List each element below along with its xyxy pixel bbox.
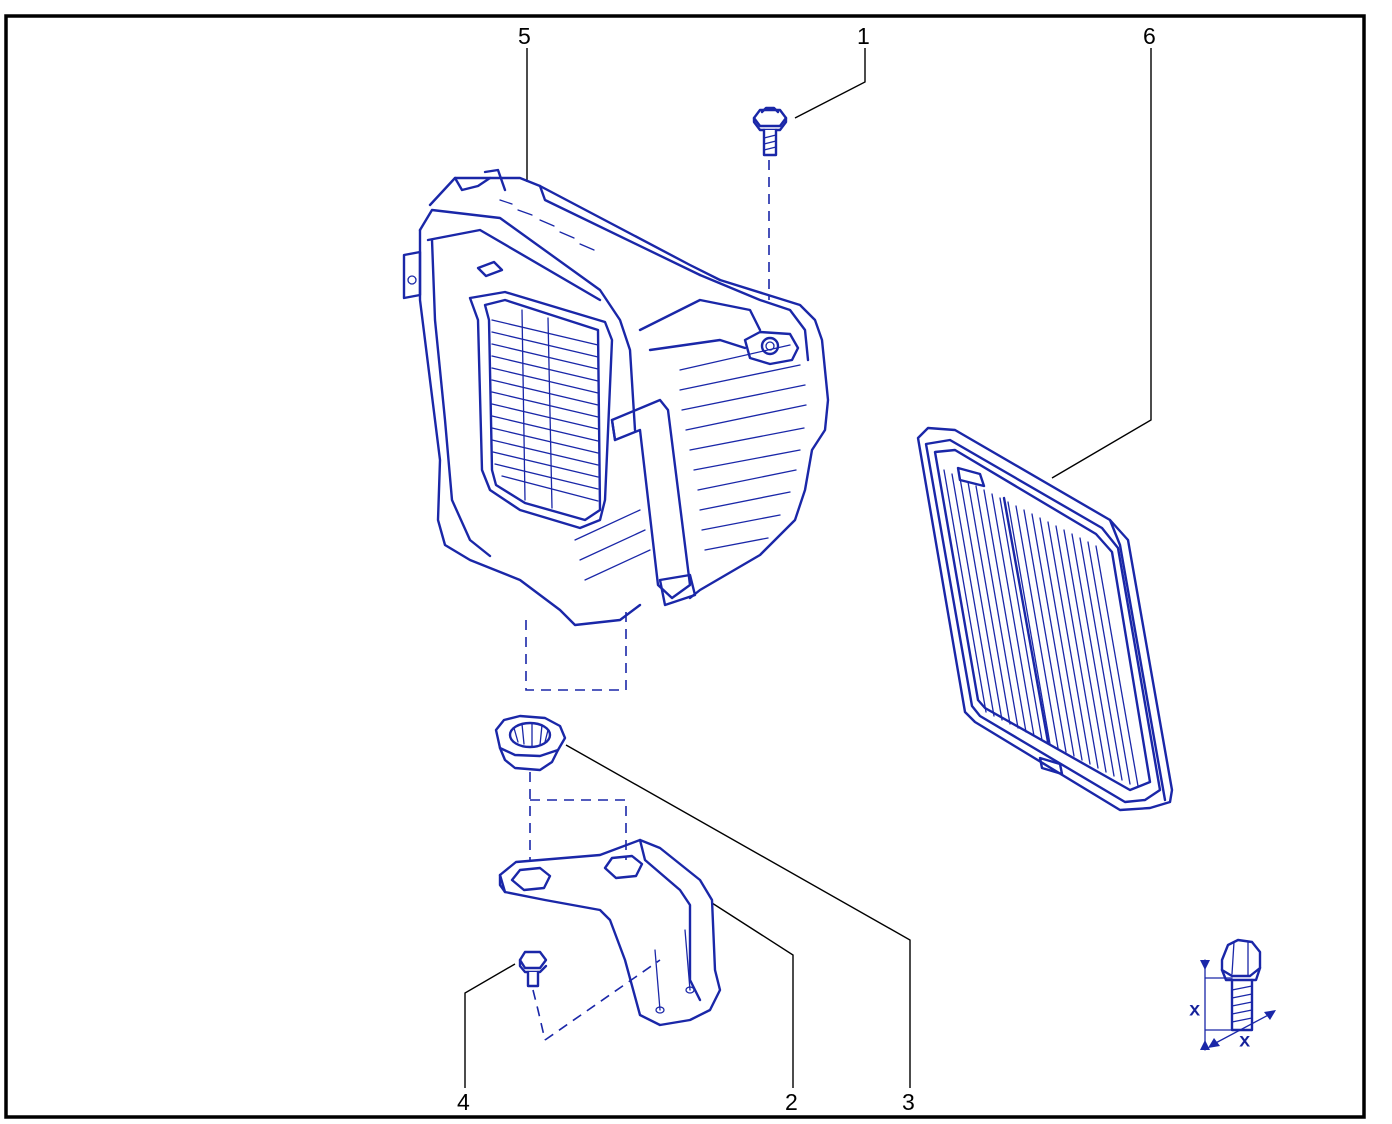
air-cleaner-housing-icon (402, 168, 830, 691)
torque-dimension-symbol-icon: X X (1190, 938, 1276, 1051)
callout-5: 5 (518, 23, 531, 49)
leader-1 (794, 48, 866, 119)
mounting-bracket-icon (498, 838, 722, 1041)
bolt-bottom-icon (518, 950, 548, 1041)
callout-4: 4 (457, 1089, 470, 1115)
leader-3 (565, 744, 911, 1088)
callout-2: 2 (785, 1089, 798, 1115)
air-filter-element-icon (916, 426, 1174, 812)
bolt-icon (752, 106, 788, 300)
callout-6: 6 (1143, 23, 1156, 49)
dimension-mark-horizontal: X (1240, 1033, 1250, 1049)
leader-lines (464, 48, 1152, 1088)
callout-3: 3 (902, 1089, 915, 1115)
leader-4 (464, 963, 516, 1088)
leader-2 (711, 902, 794, 1088)
leader-6 (1051, 48, 1152, 479)
callout-1: 1 (857, 23, 870, 49)
grommet-icon (494, 714, 627, 860)
dimension-mark-vertical: X (1190, 1002, 1200, 1018)
diagram-border (4, 14, 1366, 1119)
